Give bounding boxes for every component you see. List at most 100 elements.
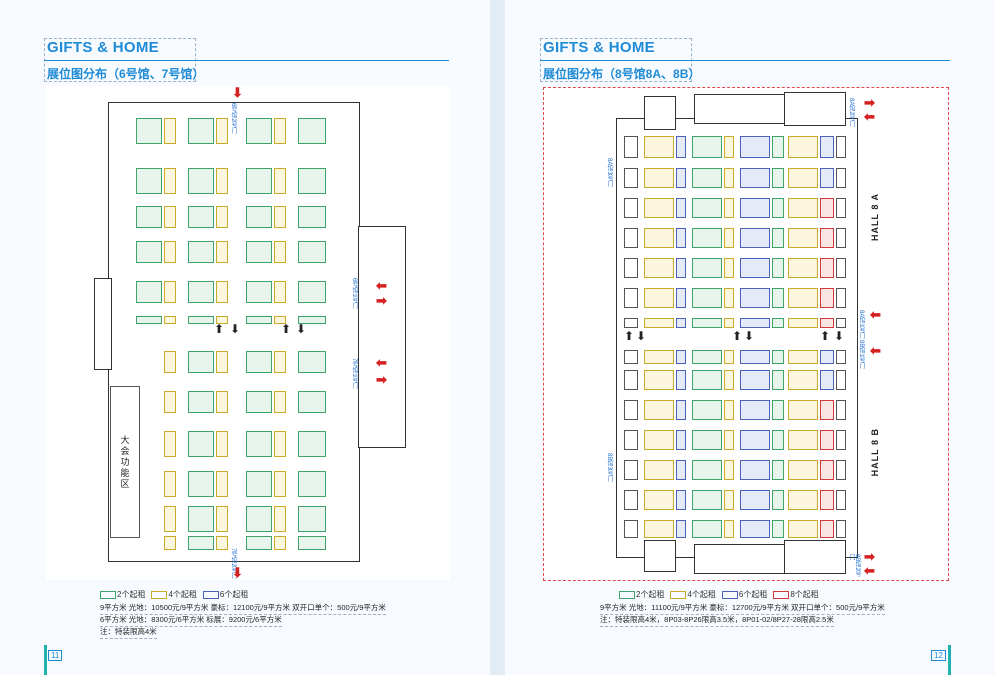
booth-block: [216, 536, 228, 550]
booth-block: [772, 520, 784, 538]
booth-block: [246, 471, 272, 497]
booth-block: [836, 430, 846, 450]
booth-block: [624, 228, 638, 248]
booth-block: [216, 316, 228, 324]
booth-block: [298, 281, 326, 303]
booth-block: [836, 288, 846, 308]
booth-block: [188, 536, 214, 550]
booth-block: [164, 168, 176, 194]
brand-title: GIFTS & HOME: [543, 39, 655, 56]
booth-block: [136, 206, 162, 228]
booth-block: [836, 490, 846, 510]
booth-block: [298, 351, 326, 373]
booth-block: [692, 520, 722, 538]
booth-block: [164, 118, 176, 144]
booth-block: [188, 168, 214, 194]
booth-block: [644, 168, 674, 188]
booth-block: [274, 351, 286, 373]
booth-block: [274, 506, 286, 532]
booth-block: [644, 370, 674, 390]
booth-block: [624, 136, 638, 158]
booth-block: [246, 241, 272, 263]
booth-block: [164, 241, 176, 263]
gate-label: 8A馆1号门: [858, 310, 864, 339]
booth-block: [724, 168, 734, 188]
service-room: [694, 94, 786, 124]
booth-block: [692, 228, 722, 248]
booth-block: [644, 288, 674, 308]
booth-block: [274, 431, 286, 457]
booth-block: [836, 400, 846, 420]
gate-label: 8A馆3号门: [606, 158, 612, 187]
booth-block: [788, 430, 818, 450]
booth-block: [676, 430, 686, 450]
booth-block: [692, 370, 722, 390]
booth-block: [788, 198, 818, 218]
booth-block: [772, 168, 784, 188]
booth-block: [724, 318, 734, 328]
booth-block: [772, 460, 784, 480]
booth-block: [740, 258, 770, 278]
aisle-up-arrow-icon: ⬆: [820, 329, 831, 343]
entry-arrow-icon: ➡: [864, 549, 875, 564]
booth-block: [740, 288, 770, 308]
legend-item: 2个起租: [619, 589, 664, 600]
legend-label: 4个起租: [687, 590, 716, 599]
legend-label: 6个起租: [219, 590, 249, 599]
legend-label: 6个起租: [738, 590, 768, 599]
legend-swatch: [100, 590, 116, 599]
booth-block: [188, 316, 214, 324]
service-room: [784, 92, 846, 126]
aisle-down-arrow-icon: ⬇: [230, 322, 241, 336]
aisle-down-arrow-icon: ⬇: [296, 322, 307, 336]
gate-label: 8B馆2号门: [848, 554, 860, 577]
page-subtitle: 展位图分布（8号馆8A、8B）: [543, 67, 701, 81]
west-wing: [94, 278, 112, 370]
booth-block: [692, 198, 722, 218]
booth-block: [274, 536, 286, 550]
booth-block: [676, 136, 686, 158]
booth-block: [740, 350, 770, 364]
aisle-down-arrow-icon: ⬇: [636, 329, 647, 343]
corner-accent: [948, 645, 951, 675]
booth-block: [246, 118, 272, 144]
booth-block: [624, 400, 638, 420]
booth-block: [836, 520, 846, 538]
page-number: 12: [931, 650, 946, 661]
booth-block: [820, 258, 834, 278]
booth-block: [740, 228, 770, 248]
booth-block: [274, 118, 286, 144]
booth-block: [136, 241, 162, 263]
booth-block: [772, 228, 784, 248]
legend-label: 2个起租: [636, 590, 665, 599]
booth-block: [676, 198, 686, 218]
entry-arrow-icon: ⬇: [232, 565, 243, 580]
booth-block: [164, 351, 176, 373]
booth-block: [724, 490, 734, 510]
price-note: 9平方米 光地：11100元/9平方米 豪标：12700元/9平方米 双开口单个…: [600, 602, 885, 615]
legend-label: 4个起租: [168, 590, 197, 599]
booth-block: [676, 520, 686, 538]
legend-item: 6个起租: [202, 589, 249, 600]
booth-block: [246, 351, 272, 373]
height-note: 注：特装限高4米，8P03-8P26限高3.5米，8P01-02/8P27-28…: [600, 614, 834, 627]
booth-block: [772, 350, 784, 364]
booth-block: [216, 168, 228, 194]
booth-block: [298, 431, 326, 457]
booth-block: [644, 318, 674, 328]
left-page: GIFTS & HOME 展位图分布（6号馆、7号馆） 大会功能区 ⬆ ⬇ ⬆ …: [0, 0, 490, 675]
booth-block: [298, 536, 326, 550]
legend-label: 8个起租: [790, 590, 819, 599]
booth-block: [788, 136, 818, 158]
booth-block: [246, 206, 272, 228]
entry-arrow-icon: ⬅: [864, 109, 875, 124]
booth-block: [188, 471, 214, 497]
booth-block: [164, 431, 176, 457]
aisle-up-arrow-icon: ⬆: [281, 322, 292, 336]
booth-block: [740, 490, 770, 510]
entry-arrow-icon: ➡: [376, 293, 387, 308]
aisle-up-arrow-icon: ⬆: [214, 322, 225, 336]
booth-block: [676, 318, 686, 328]
booth-block: [740, 168, 770, 188]
booth-block: [216, 431, 228, 457]
